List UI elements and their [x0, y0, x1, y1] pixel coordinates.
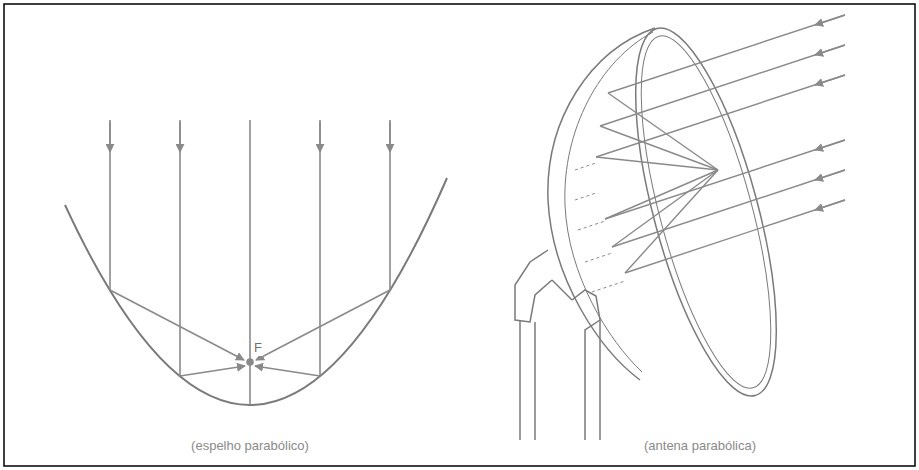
antenna-rays [575, 15, 845, 292]
focus-label: F [253, 340, 263, 356]
frame [4, 4, 915, 466]
figure-caption: (espelho parabólico) [191, 438, 309, 454]
figure-caption: (antena parabólica) [644, 438, 756, 454]
parabolic-mirror [65, 120, 447, 405]
